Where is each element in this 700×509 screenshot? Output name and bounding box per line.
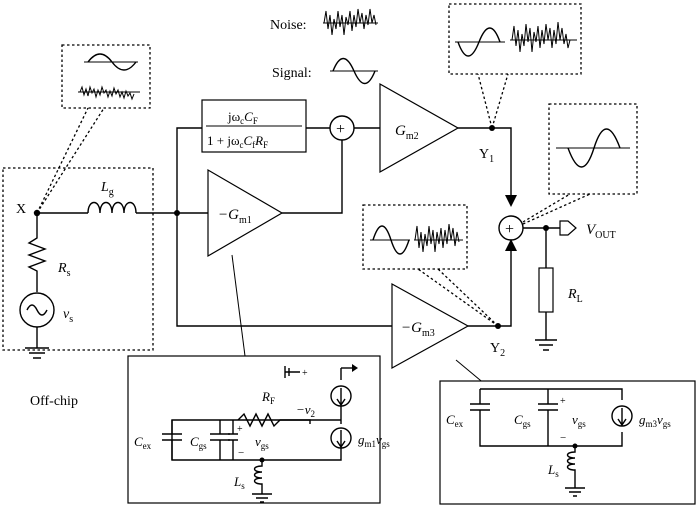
output-sine-wave-icon <box>567 128 621 168</box>
gm1-inset-ls-label: Ls <box>233 474 245 491</box>
gm1-inset-box <box>127 355 381 504</box>
x-callout-lines <box>36 107 105 214</box>
output-summer-sign: + <box>505 221 514 238</box>
gm1-inset-rf-resistor <box>237 412 310 428</box>
gm2-label: Gm2 <box>395 123 419 142</box>
y1-sine-wave-icon <box>457 27 501 57</box>
gm3-inset-src-label: gm3vgs <box>639 412 671 429</box>
vout-label: VOUT <box>586 222 616 241</box>
gm1-inset-ground-icon <box>252 493 272 503</box>
offchip-label: Off-chip <box>30 394 78 409</box>
top-summer-sign: + <box>336 121 345 138</box>
gm3-inset-vgs-label: vgs <box>572 412 586 429</box>
x-waveform-box <box>61 44 151 109</box>
lg-label: Lg <box>100 180 114 198</box>
output-callout-lines <box>522 193 591 225</box>
gm1-inset-src1-arrow-icon <box>336 388 346 407</box>
gm3-inset-minus: − <box>560 432 566 444</box>
gm1-inset-ls-inductor <box>253 460 263 494</box>
wire-y1-out <box>458 127 512 197</box>
y2-sine-wave-icon <box>372 225 410 255</box>
gm3-inset-ground-icon <box>565 487 585 497</box>
gm1-inset-input-arrow-icon <box>352 364 358 372</box>
gm1-inset-cgs-label: Cgs <box>190 434 207 451</box>
gm1-inset-vgs-label: vgs <box>255 434 269 451</box>
gm1-label: −Gm1 <box>218 207 252 226</box>
gm3-inset-cgs-label: Cgs <box>514 412 531 429</box>
y1-callout-lines <box>477 73 509 129</box>
y1-arrow-icon <box>505 195 517 207</box>
y2-waveform-box <box>362 204 468 270</box>
wire-gm1-sum <box>282 140 343 214</box>
ground-icon <box>25 347 49 359</box>
y1-noise-wave-icon <box>511 21 571 53</box>
node-x-label: X <box>16 202 26 217</box>
gm3-amplifier <box>391 282 470 370</box>
filter-denominator: 1 + jωcCfRF <box>207 133 268 150</box>
gm1-inset-minus: − <box>238 447 244 459</box>
y1-waveform-box <box>448 3 582 75</box>
gm1-inset-cex-label: Cex <box>134 434 152 451</box>
gm3-inset-top-wire <box>480 388 623 400</box>
gm3-inset-box <box>439 380 696 505</box>
gm1-inset-plus: + <box>237 424 243 435</box>
gm3-inset-ls-inductor <box>566 446 576 488</box>
filter-numerator: jωcCF <box>227 109 258 126</box>
gm3-inset-src-arrow-icon <box>617 408 627 427</box>
output-waveform-box <box>548 103 638 195</box>
gm1-inset-cgs2-capacitor <box>228 420 238 460</box>
rs-resistor <box>27 213 47 292</box>
gm3-inset-cex-label: Cex <box>446 412 464 429</box>
gm1-inset-src2-arrow-icon <box>336 430 346 449</box>
wire-to-gm3 <box>176 213 392 327</box>
vout-port-icon <box>559 220 577 236</box>
wire-y2-out <box>468 249 512 327</box>
lg-inductor <box>87 201 137 214</box>
y2-noise-wave-icon <box>414 223 460 253</box>
gm2-amplifier <box>379 82 460 174</box>
y1-label: Y1 <box>479 147 494 165</box>
rs-label: Rs <box>57 261 71 279</box>
gm1-inset-v2-label: −v2 <box>296 402 315 419</box>
gm3-inset-ls-label: Ls <box>547 462 559 479</box>
rl-label: RL <box>567 287 583 305</box>
gm1-inset-cex-capacitor <box>162 420 182 460</box>
x-noise-wave-icon <box>79 85 135 101</box>
gm1-inset-battery-icon <box>284 366 300 378</box>
legend-signal-wave-icon <box>332 57 376 85</box>
gm1-inset-src-label: gm1vgs <box>358 432 390 449</box>
vs-sine-icon <box>26 304 48 316</box>
vs-label: vs <box>63 307 73 325</box>
gm3-inset-cgs-capacitor <box>538 389 558 446</box>
gm1-inset-pointer <box>231 254 246 357</box>
rl-ground-icon <box>535 339 557 351</box>
legend-noise-wave-icon <box>323 8 377 36</box>
y2-callout-lines <box>417 268 499 327</box>
gm3-inset-cex-capacitor <box>470 389 623 447</box>
offchip-box <box>2 167 154 351</box>
legend-signal-label: Signal: <box>272 66 312 81</box>
gm3-inset-plus: + <box>560 396 566 407</box>
y2-label: Y2 <box>490 341 505 359</box>
gm1-amplifier <box>207 168 284 258</box>
gm1-inset-rf-label: RF <box>261 389 275 406</box>
y2-arrow-icon <box>505 239 517 251</box>
legend-noise-label: Noise: <box>270 18 307 33</box>
gm1-inset-cgs-capacitor <box>210 420 230 460</box>
gm3-label: −Gm3 <box>401 320 435 339</box>
x-sine-wave-icon <box>87 53 137 71</box>
rl-resistor <box>538 267 554 313</box>
gm1-inset-battery-plus: + <box>302 368 308 379</box>
wire-to-filter <box>176 127 202 213</box>
